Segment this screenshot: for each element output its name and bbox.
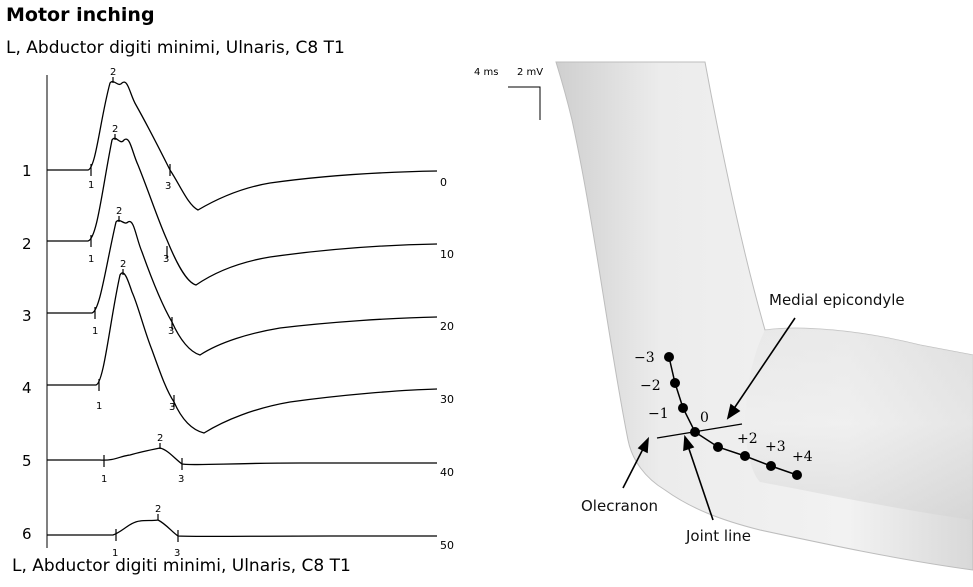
point-label: −3 bbox=[634, 350, 655, 366]
arrow-head bbox=[683, 434, 695, 452]
inching-point bbox=[664, 352, 674, 362]
trace-row-label: 2 bbox=[22, 235, 32, 253]
trace-row-label: 6 bbox=[22, 525, 32, 543]
scale-bar-amplitude: 2 mV bbox=[517, 67, 543, 78]
marker-label: 1 bbox=[101, 474, 107, 485]
inching-point bbox=[740, 451, 750, 461]
trace-distance-label: 40 bbox=[440, 466, 454, 479]
joint-line-label: Joint line bbox=[685, 527, 751, 545]
point-label: 0 bbox=[700, 410, 709, 426]
inching-points bbox=[664, 352, 802, 480]
inching-point-labels: −3 −2 −1 0 +2 +3 +4 bbox=[634, 350, 813, 465]
trace-row-label: 3 bbox=[22, 307, 32, 325]
trace-distance-label: 10 bbox=[440, 248, 454, 261]
point-label: −1 bbox=[648, 406, 669, 422]
point-label: +3 bbox=[765, 439, 786, 455]
trace-6-waveform bbox=[47, 519, 437, 538]
scale-bar: 4 ms 2 mV bbox=[474, 67, 543, 120]
inching-point bbox=[766, 461, 776, 471]
trace-distance-label: 20 bbox=[440, 320, 454, 333]
scale-bar-time: 4 ms bbox=[474, 67, 499, 78]
marker-ticks bbox=[90, 77, 183, 542]
footer-label: L, Abductor digiti minimi, Ulnaris, C8 T… bbox=[12, 556, 351, 576]
trace-distance-label: 50 bbox=[440, 539, 454, 552]
marker-label: 1 bbox=[88, 180, 94, 191]
olecranon-label: Olecranon bbox=[581, 497, 658, 515]
marker-label: 2 bbox=[157, 433, 163, 444]
arm-illustration: −3 −2 −1 0 +2 +3 +4 Medial epicondyle Ol… bbox=[555, 61, 973, 571]
marker-label: 3 bbox=[178, 474, 184, 485]
point-label: +2 bbox=[737, 431, 758, 447]
trace-1-waveform bbox=[47, 80, 438, 211]
inching-point bbox=[690, 427, 700, 437]
trace-distance-label: 30 bbox=[440, 393, 454, 406]
forearm-shading bbox=[745, 328, 973, 520]
marker-label: 1 bbox=[112, 548, 118, 559]
trace-2-waveform bbox=[47, 137, 438, 286]
arrow-head bbox=[637, 436, 649, 454]
marker-label: 2 bbox=[112, 124, 118, 135]
marker-label: 3 bbox=[168, 326, 174, 337]
trace-4-waveform bbox=[47, 272, 438, 434]
subtitle: L, Abductor digiti minimi, Ulnaris, C8 T… bbox=[6, 38, 345, 58]
inching-point bbox=[792, 470, 802, 480]
marker-label: 3 bbox=[165, 181, 171, 192]
marker-label: 3 bbox=[163, 254, 169, 265]
trace-distance-label: 0 bbox=[440, 176, 447, 189]
point-label: −2 bbox=[640, 378, 661, 394]
medial-epicondyle-label: Medial epicondyle bbox=[769, 291, 905, 309]
annotation-arrows bbox=[622, 317, 796, 521]
trace-5-waveform bbox=[47, 447, 437, 466]
trace-row-label: 5 bbox=[22, 452, 32, 470]
arrow-head bbox=[726, 403, 741, 420]
trace-row-label: 4 bbox=[22, 379, 32, 397]
marker-label: 1 bbox=[96, 401, 102, 412]
marker-label: 2 bbox=[116, 206, 122, 217]
trace-3-waveform bbox=[47, 219, 438, 356]
marker-label: 3 bbox=[174, 548, 180, 559]
scale-bar-lines bbox=[508, 86, 541, 120]
marker-label: 2 bbox=[120, 259, 126, 270]
marker-label: 1 bbox=[92, 326, 98, 337]
page-title: Motor inching bbox=[6, 4, 155, 26]
trace-row-label: 1 bbox=[22, 162, 32, 180]
point-label: +4 bbox=[792, 449, 813, 465]
marker-label: 2 bbox=[110, 67, 116, 78]
marker-label: 2 bbox=[155, 504, 161, 515]
marker-label: 1 bbox=[88, 254, 94, 265]
inching-point bbox=[678, 403, 688, 413]
inching-point bbox=[670, 378, 680, 388]
marker-label: 3 bbox=[169, 402, 175, 413]
inching-point bbox=[713, 442, 723, 452]
marker-labels: 1 2 3 1 2 3 1 2 3 1 2 3 1 2 3 1 2 3 bbox=[88, 67, 184, 559]
